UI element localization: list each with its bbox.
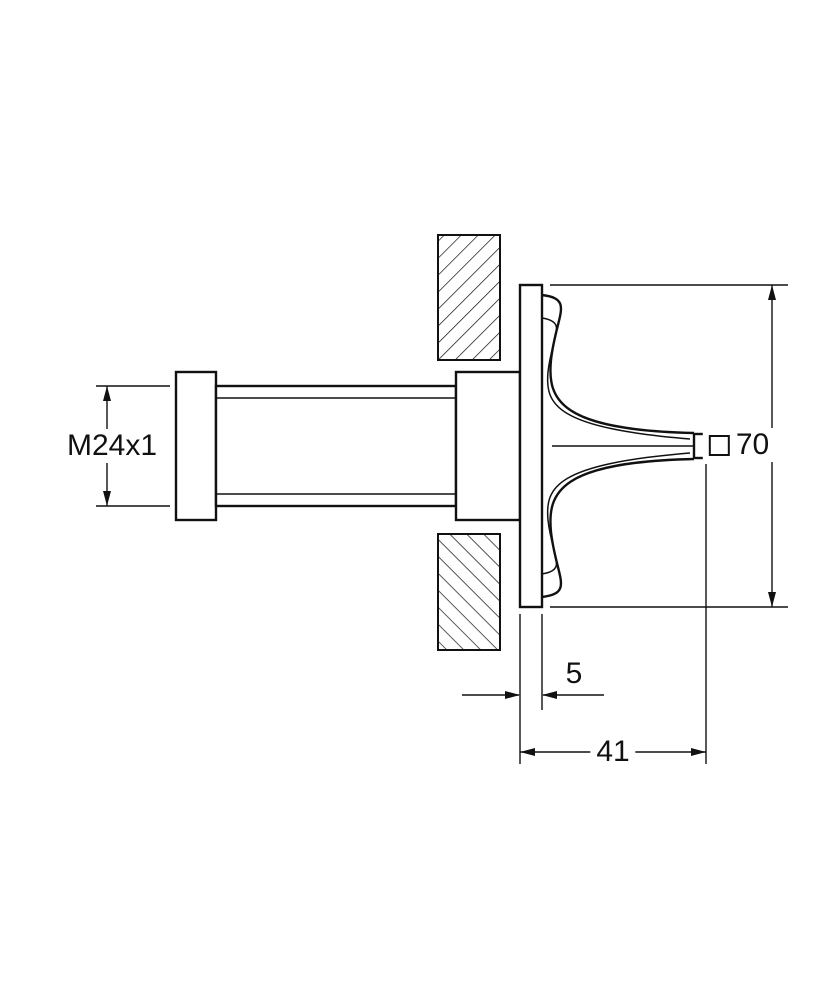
plate-size-dimension-label: 70 <box>702 428 776 462</box>
pipe-end-nut <box>174 370 218 522</box>
wall-section-upper <box>437 234 501 361</box>
thread-dimension-label: M24x1 <box>60 429 164 463</box>
plate-thickness-dimension-text: 5 <box>565 657 583 690</box>
plate-size-dimension-text: 70 <box>735 428 770 461</box>
plate-thickness-dimension-label: 5 <box>559 657 589 691</box>
spout-horn <box>541 293 695 599</box>
wall-union-ring <box>454 370 522 522</box>
dim-plate-thickness <box>462 614 604 764</box>
projection-dimension-label: 41 <box>590 735 636 769</box>
projection-dimension-text: 41 <box>596 735 630 768</box>
thread-dimension-text: M24x1 <box>66 429 158 462</box>
escutcheon-plate <box>518 283 544 609</box>
pipe-shaft <box>214 384 458 508</box>
wall-section-lower <box>437 533 501 651</box>
square-symbol-icon <box>708 434 730 456</box>
